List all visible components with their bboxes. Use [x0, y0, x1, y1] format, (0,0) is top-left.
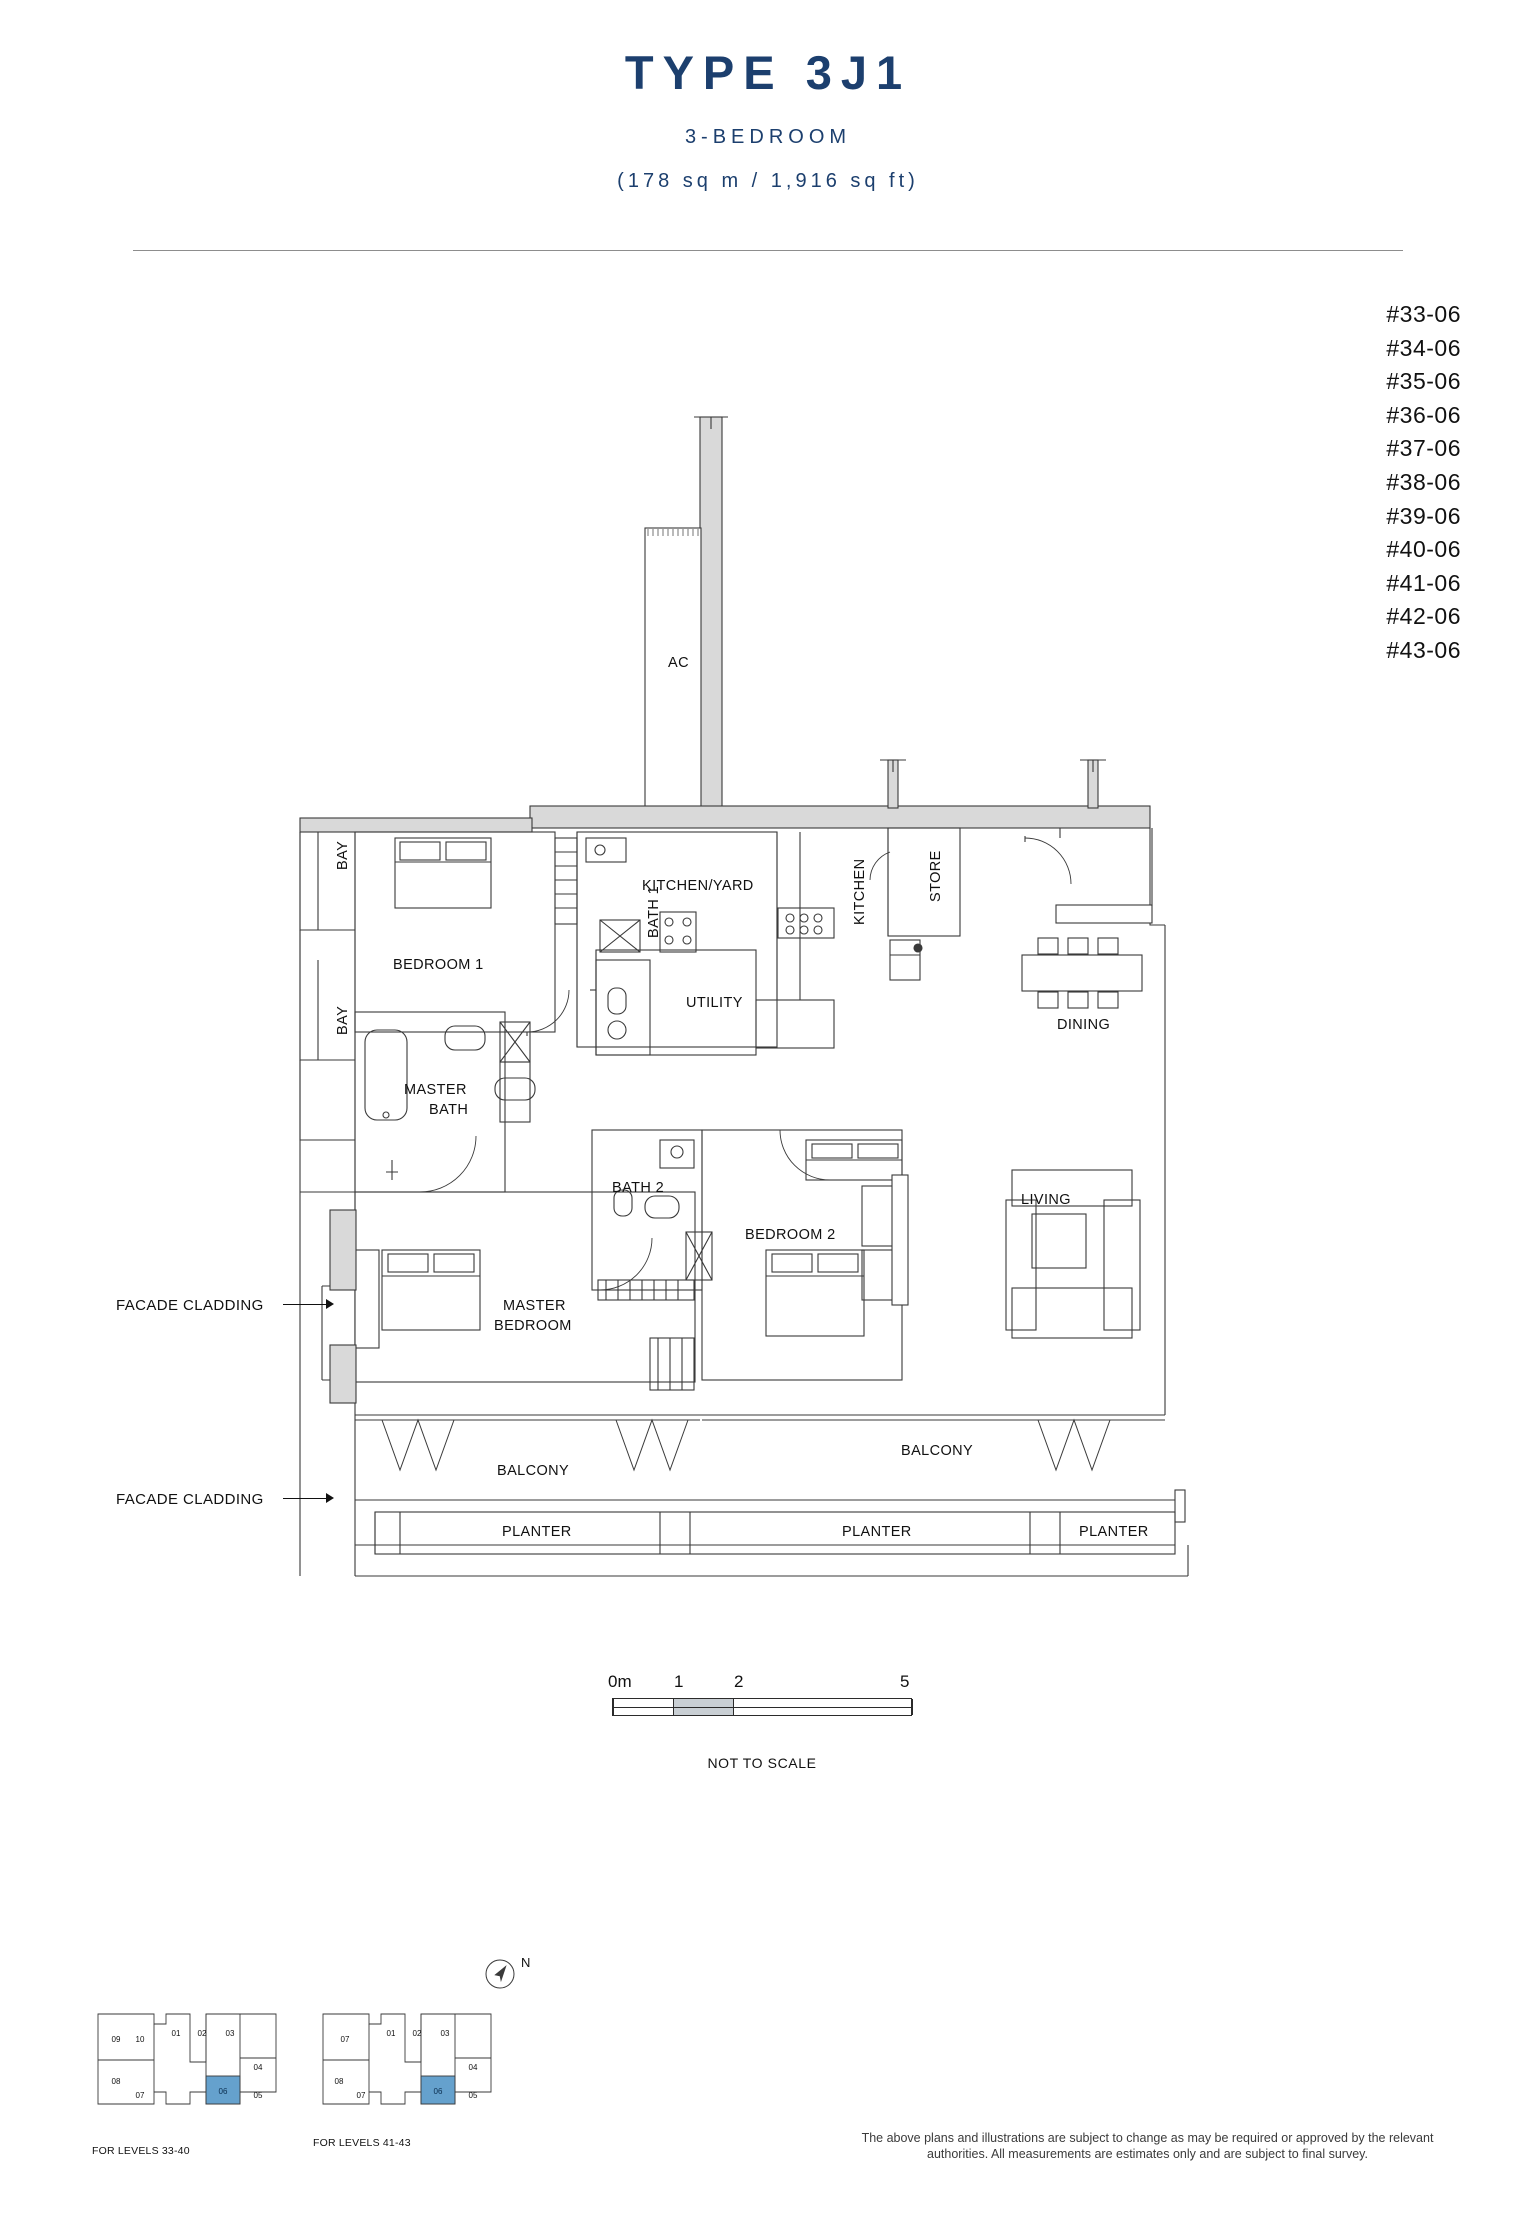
room-label-kitchen: KITCHEN [852, 858, 868, 925]
scale-midline [613, 1707, 911, 1708]
room-label-balcony-left: BALCONY [497, 1463, 570, 1479]
svg-text:03: 03 [226, 2029, 235, 2038]
unit-item: #37-06 [1386, 435, 1461, 462]
page-title: TYPE 3J1 [624, 46, 912, 99]
unit-item: #42-06 [1386, 603, 1461, 630]
facade-cladding-label-top: FACADE CLADDING [116, 1297, 264, 1314]
svg-text:05: 05 [254, 2091, 263, 2100]
room-label-balcony-right: BALCONY [901, 1443, 974, 1459]
svg-text:08: 08 [112, 2077, 121, 2086]
unit-item: #41-06 [1386, 569, 1461, 596]
room-label-master-bath-line1: MASTER [404, 1082, 467, 1098]
unit-item: #33-06 [1386, 301, 1461, 327]
room-label-master-bedroom-line2: BEDROOM [494, 1318, 572, 1334]
key-plan-levels-41-43: 07 01 02 03 04 08 07 06 05 [322, 2013, 492, 2105]
unit-item: #39-06 [1386, 502, 1461, 529]
facade-cladding-arrow-top [326, 1299, 334, 1309]
svg-text:04: 04 [254, 2063, 263, 2072]
svg-text:02: 02 [198, 2029, 207, 2038]
page-subtitle: 3-BEDROOM [684, 126, 852, 148]
svg-text:07: 07 [357, 2091, 366, 2100]
room-label-master-bath-line2: BATH [429, 1102, 469, 1118]
facade-cladding-leader-top [283, 1304, 329, 1305]
disclaimer-text: The above plans and illustrations are su… [861, 2131, 1434, 2161]
svg-text:07: 07 [341, 2035, 350, 2044]
unit-item: #36-06 [1386, 401, 1461, 428]
svg-text:02: 02 [413, 2029, 422, 2038]
svg-text:06: 06 [434, 2087, 443, 2096]
unit-item: #35-06 [1386, 368, 1461, 395]
room-label-bay-bottom: BAY [335, 1005, 351, 1035]
svg-text:01: 01 [172, 2029, 181, 2038]
room-label-ac: AC [668, 655, 689, 671]
svg-text:01: 01 [387, 2029, 396, 2038]
scale-note: NOT TO SCALE [707, 1755, 817, 1771]
scale-tick-0: 0m [608, 1672, 632, 1691]
unit-list: #33-06 #34-06 #35-06 #36-06 #37-06 #38-0… [1386, 298, 1461, 668]
scale-divider [912, 1699, 913, 1715]
unit-item: #38-06 [1386, 468, 1461, 495]
room-label-bay-top: BAY [335, 840, 351, 870]
compass-icon [485, 1959, 515, 1989]
scale-bar-graphic [612, 1698, 913, 1716]
svg-text:05: 05 [469, 2091, 478, 2100]
key-plan-caption-1: FOR LEVELS 33-40 [92, 2145, 190, 2157]
compass-north-label: N [521, 1955, 531, 1970]
svg-text:07: 07 [136, 2091, 145, 2100]
scale-tick-5: 5 [900, 1672, 910, 1691]
room-label-planter-right: PLANTER [1079, 1524, 1149, 1540]
room-label-living: LIVING [1021, 1192, 1071, 1208]
room-label-store: STORE [928, 850, 944, 902]
room-label-bath2: BATH 2 [612, 1180, 665, 1196]
svg-text:09: 09 [112, 2035, 121, 2044]
unit-item: #43-06 [1386, 636, 1461, 663]
facade-cladding-label-bottom: FACADE CLADDING [116, 1491, 264, 1508]
scale-bar: 0m 1 2 5 [608, 1672, 922, 1716]
svg-text:04: 04 [469, 2063, 478, 2072]
room-label-bedroom1: BEDROOM 1 [393, 957, 484, 973]
scale-numbers: 0m 1 2 5 [608, 1672, 922, 1694]
room-label-dining: DINING [1057, 1017, 1111, 1033]
room-label-planter-left: PLANTER [502, 1524, 572, 1540]
page-area: (178 sq m / 1,916 sq ft) [617, 170, 919, 192]
svg-text:10: 10 [136, 2035, 145, 2044]
svg-text:03: 03 [441, 2029, 450, 2038]
room-label-utility: UTILITY [686, 995, 743, 1011]
key-plan-levels-33-40: 09 10 01 02 03 04 08 07 06 05 [97, 2013, 277, 2105]
scale-tick-1: 1 [674, 1672, 684, 1691]
scale-tick-2: 2 [734, 1672, 744, 1691]
svg-text:06: 06 [219, 2087, 228, 2096]
facade-cladding-arrow-bottom [326, 1493, 334, 1503]
header-divider [133, 250, 1403, 251]
room-label-bedroom2: BEDROOM 2 [745, 1227, 836, 1243]
svg-text:08: 08 [335, 2077, 344, 2086]
unit-item: #34-06 [1386, 334, 1461, 361]
room-label-planter-mid: PLANTER [842, 1524, 912, 1540]
unit-item: #40-06 [1386, 536, 1461, 563]
facade-cladding-leader-bottom [283, 1498, 329, 1499]
room-label-kitchen-yard: KITCHEN/YARD [642, 878, 754, 894]
key-plan-caption-2: FOR LEVELS 41-43 [313, 2137, 411, 2149]
room-label-master-bedroom-line1: MASTER [503, 1298, 566, 1314]
room-label-bath1: BATH 1 [646, 885, 662, 938]
